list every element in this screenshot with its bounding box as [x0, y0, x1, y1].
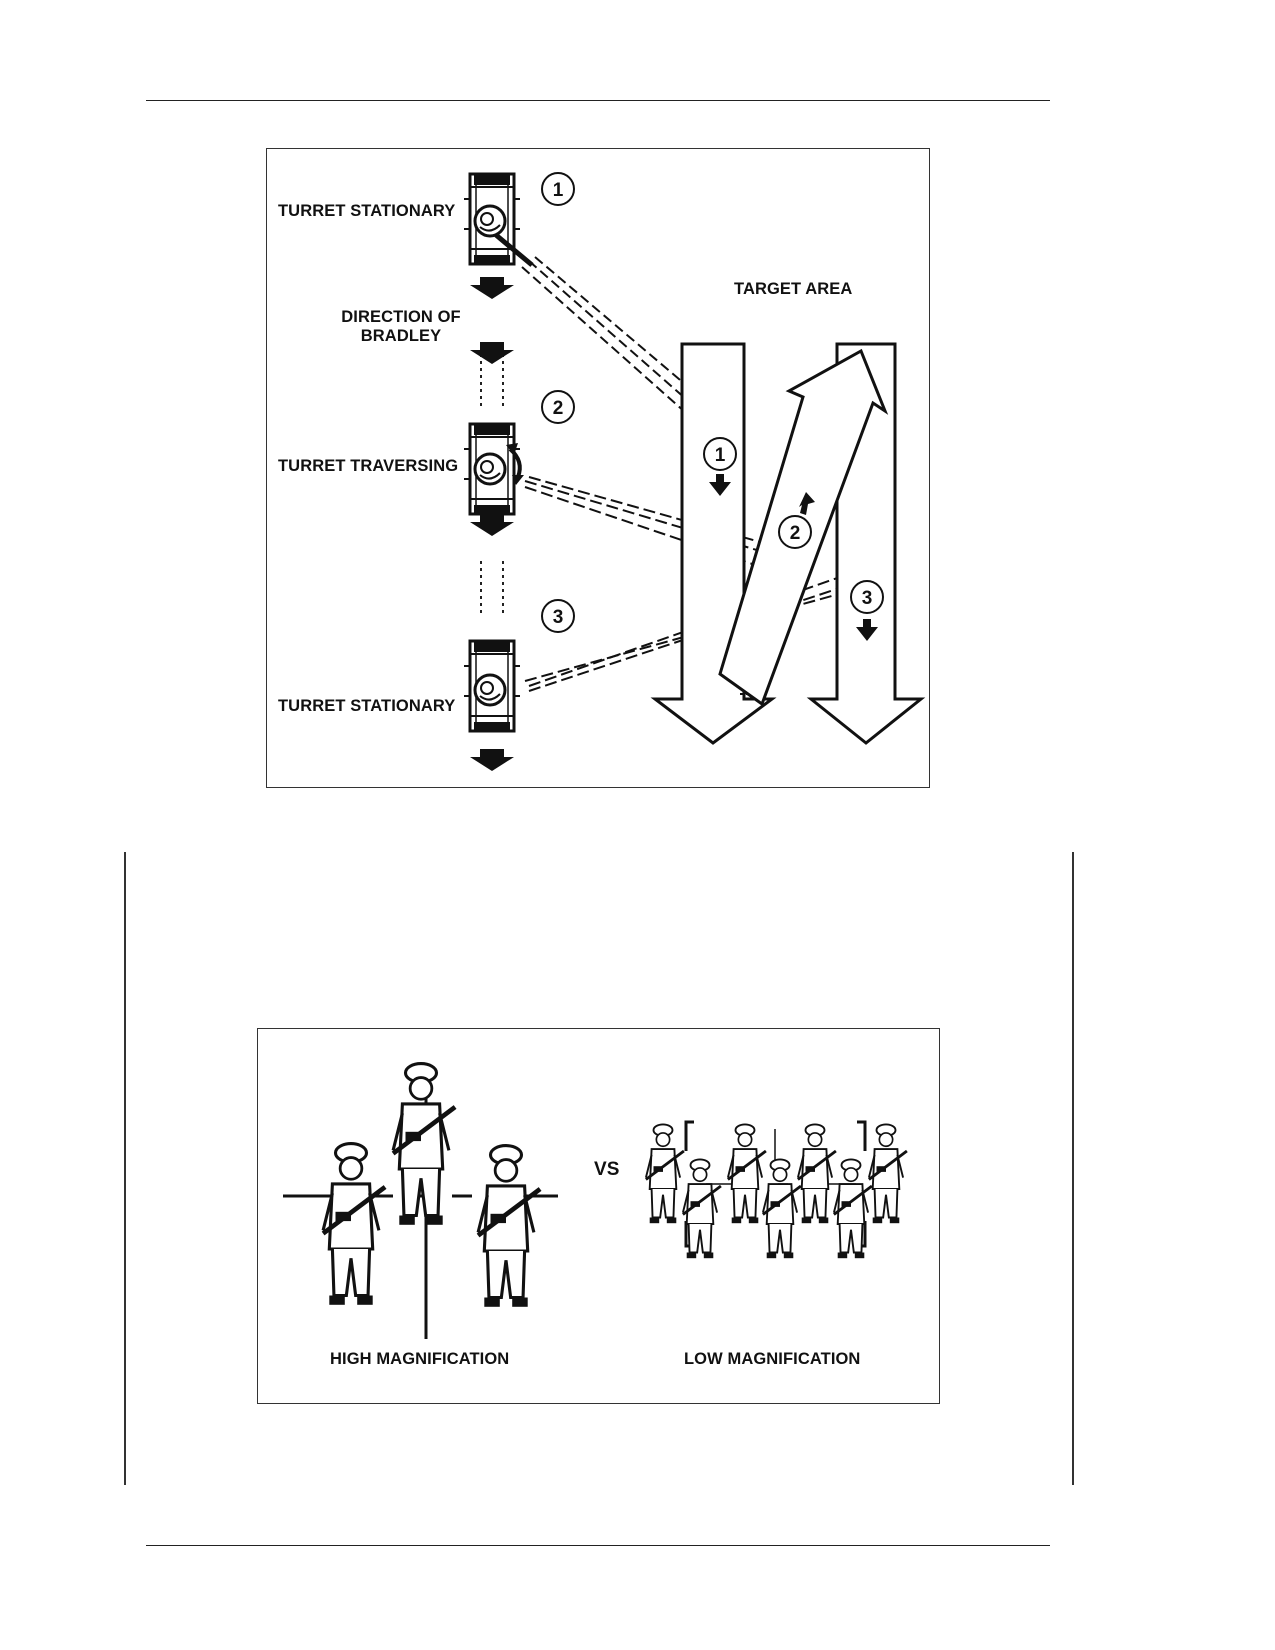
bradley-vehicle-1 [462, 172, 534, 267]
label-direction-of-bradley: DIRECTION OF BRADLEY [326, 308, 476, 346]
vehicle-marker-2-number: 2 [553, 398, 564, 419]
target-marker-1-number: 1 [715, 445, 726, 466]
target-direction-arrows [709, 474, 878, 641]
target-marker-2-number: 2 [790, 523, 801, 544]
label-turret-stationary-1: TURRET STATIONARY [278, 202, 456, 220]
figure-magnification: VS HIGH MAGNIFICATION LOW MAGNIFICATION [257, 1028, 940, 1404]
target-marker-3-number: 3 [862, 588, 873, 609]
bradley-vehicle-2 [462, 422, 524, 516]
turret-traverse-diagram: 1 2 3 1 2 3 [462, 172, 926, 771]
bradley-vehicle-3 [462, 639, 522, 733]
change-bar-right [1072, 852, 1074, 1485]
change-bar-left [124, 852, 126, 1485]
high-mag-soldiers [323, 1064, 540, 1307]
footer-rule [146, 1545, 1050, 1546]
target-markers [703, 437, 884, 614]
label-vs: VS [594, 1159, 620, 1180]
label-high-magnification: HIGH MAGNIFICATION [330, 1350, 510, 1368]
label-low-magnification: LOW MAGNIFICATION [684, 1350, 861, 1368]
track-trails [480, 354, 504, 615]
magnification-diagram [283, 1029, 909, 1339]
label-turret-traversing: TURRET TRAVERSING [278, 457, 459, 475]
header-rule [146, 100, 1050, 101]
vehicle-marker-3-number: 3 [553, 607, 564, 628]
vehicle-markers [541, 172, 575, 633]
label-turret-stationary-3: TURRET STATIONARY [278, 697, 456, 715]
label-direction-line2: BRADLEY [360, 327, 442, 345]
target-area-arrows [650, 342, 926, 745]
label-target-area: TARGET AREA [734, 280, 853, 298]
label-direction-line1: DIRECTION OF [341, 308, 461, 326]
figure-turret-traverse: 1 2 3 1 2 3 TURRET STATIONARY DIRECTION … [266, 148, 930, 788]
vehicle-marker-1-number: 1 [553, 180, 564, 201]
